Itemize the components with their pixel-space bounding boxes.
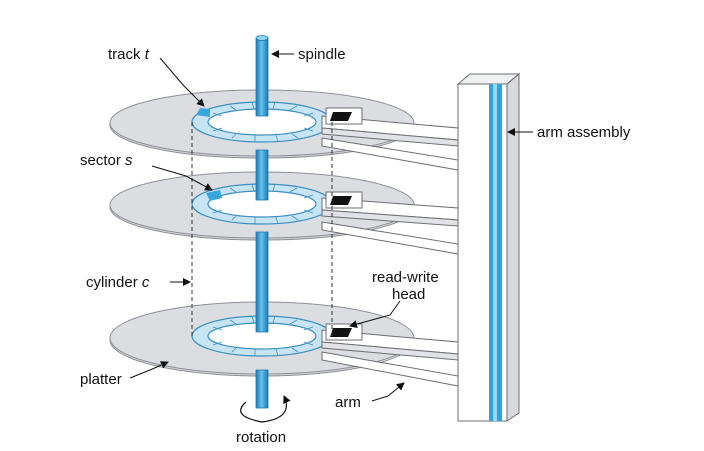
head-label: head [392,286,425,303]
head-icon [330,112,352,121]
arm-top [321,107,459,171]
track-label: track t [108,46,150,63]
head-icon [330,196,352,205]
cylinder-label: cylinder c [86,274,150,291]
curved-arrow-icon [240,395,291,423]
track-segments [212,101,314,357]
head-icon [330,328,352,337]
arm-middle [321,191,459,255]
spindle [255,35,269,409]
arm-assembly-label: arm assembly [537,124,631,141]
platter-label: platter [80,371,122,388]
leader-lines [129,50,533,402]
arm-assembly [456,72,521,422]
read-write-label: read-write [372,269,439,286]
arm-label: arm [335,394,361,411]
cylinder-outline [191,122,333,336]
arm-bottom [321,323,459,387]
sector-label: sector s [80,152,133,169]
spindle-label: spindle [298,46,346,63]
rotation-label: rotation [236,429,286,446]
